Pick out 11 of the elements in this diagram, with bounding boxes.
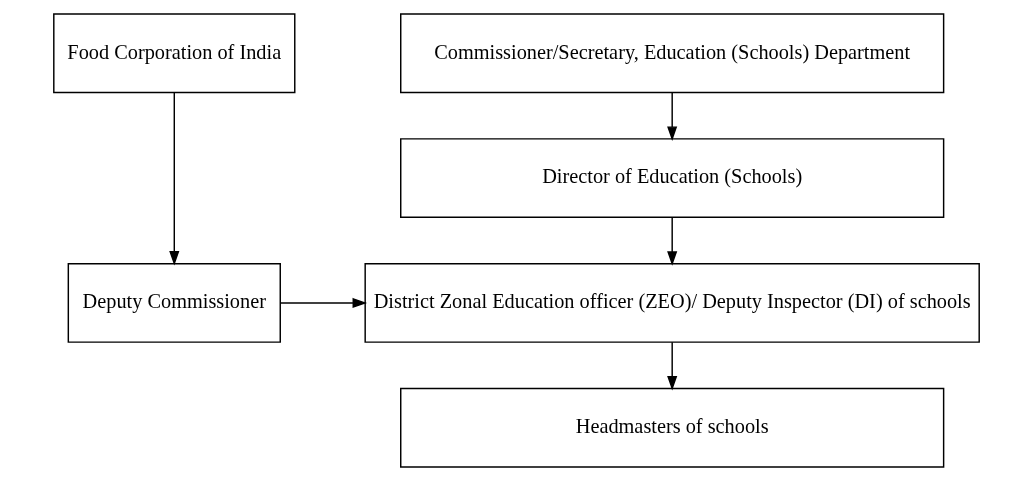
arrow [667,341,678,391]
node-box: District Zonal Education officer (ZEO)/ Deputy Inspector (DI) of schools [364,263,980,343]
node-box: Headmasters of schools [400,387,945,468]
node-box: Director of Education (Schools) [400,138,945,218]
arrow [667,91,678,141]
node-box: Food Corporation of India [53,13,296,94]
arrow [667,216,678,266]
node-box: Commissioner/Secretary, Education (Schools) Department [400,13,945,94]
arrow [169,92,180,266]
node-box: Deputy Commissioner [67,263,281,343]
arrow [279,297,368,308]
